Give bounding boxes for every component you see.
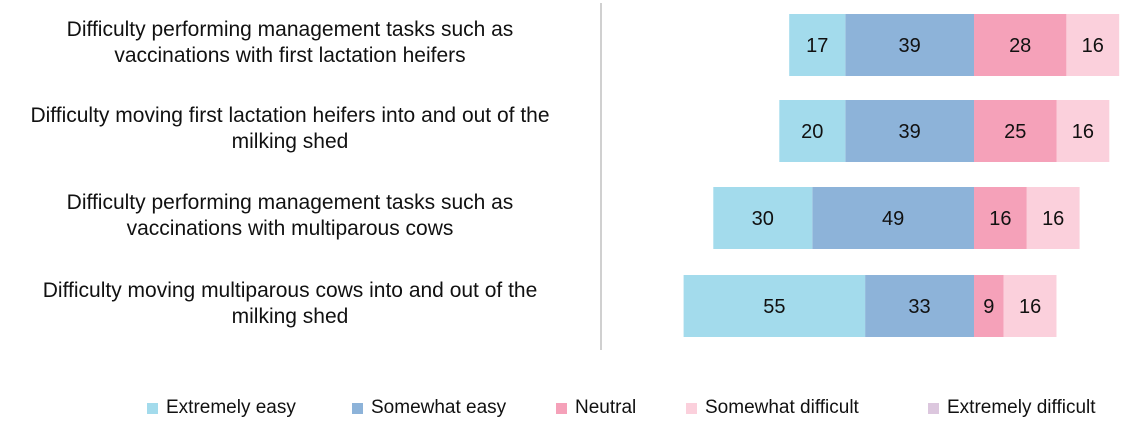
- bar-segment: [1056, 100, 1110, 162]
- bar-segment: [713, 187, 813, 249]
- legend-label: Extremely easy: [166, 397, 296, 418]
- bar-segment: [1066, 14, 1120, 76]
- bar-value-label: 39: [899, 35, 921, 57]
- category-label-line: Difficulty moving multiparous cows into …: [42, 279, 538, 302]
- bar-segment: [845, 100, 974, 162]
- bar-value-label: 16: [1082, 35, 1104, 57]
- bar-value-label: 16: [1042, 208, 1064, 230]
- bar-value-label: 33: [908, 296, 930, 318]
- bar-value-label: 16: [989, 208, 1011, 230]
- bar-segment: [789, 14, 846, 76]
- bar-segment: [865, 275, 974, 337]
- bar-value-label: 30: [752, 208, 774, 230]
- bar-value-label: 17: [806, 35, 828, 57]
- bar-value-label: 25: [1004, 121, 1026, 143]
- bar-segment: [812, 187, 974, 249]
- legend-label: Somewhat difficult: [705, 397, 859, 418]
- bar-segment: [974, 275, 1004, 337]
- legend-swatch: [147, 402, 158, 414]
- legend-label: Neutral: [575, 397, 637, 418]
- legend-swatch: [928, 402, 939, 414]
- category-label-line: Difficulty performing management tasks s…: [66, 191, 514, 214]
- bar-value-label: 16: [1072, 121, 1094, 143]
- bar-value-label: 39: [899, 121, 921, 143]
- bar-segment: [974, 14, 1067, 76]
- bar-segment: [683, 275, 866, 337]
- category-label: Difficulty performing management tasks s…: [0, 17, 585, 69]
- category-label: Difficulty moving multiparous cows into …: [0, 278, 585, 330]
- bar-segment: [779, 100, 846, 162]
- legend-item: Somewhat easy: [352, 397, 506, 419]
- bar-value-label: 20: [801, 121, 823, 143]
- category-label-line: Difficulty moving first lactation heifer…: [30, 104, 550, 127]
- category-label-line: milking shed: [231, 130, 349, 153]
- category-label-line: vaccinations with first lactation heifer…: [114, 44, 466, 67]
- bar-value-label: 55: [763, 296, 785, 318]
- legend-item: Extremely easy: [147, 397, 296, 419]
- bar-segment: [845, 14, 974, 76]
- legend: Extremely easy Somewhat easy Neutral Somewh…: [0, 397, 1145, 421]
- legend-item: Somewhat difficult: [686, 397, 859, 419]
- legend-swatch: [556, 402, 567, 414]
- bar-segment: [1026, 187, 1080, 249]
- category-label: Difficulty moving first lactation heifer…: [0, 103, 585, 155]
- bar-value-label: 49: [882, 208, 904, 230]
- category-label-line: milking shed: [231, 305, 349, 328]
- category-label-line: Difficulty performing management tasks s…: [66, 18, 514, 41]
- legend-swatch: [352, 402, 363, 414]
- bar-segment: [974, 100, 1057, 162]
- bar-value-label: 9: [983, 296, 994, 318]
- bar-segment: [1003, 275, 1057, 337]
- bar-value-label: 16: [1019, 296, 1041, 318]
- legend-swatch: [686, 402, 697, 414]
- legend-label: Extremely difficult: [947, 397, 1096, 418]
- bar-value-label: 28: [1009, 35, 1031, 57]
- category-label-line: vaccinations with multiparous cows: [126, 217, 454, 240]
- bar-segment: [974, 187, 1027, 249]
- legend-label: Somewhat easy: [371, 397, 507, 418]
- legend-item: Neutral: [556, 397, 636, 419]
- legend-item: Extremely difficult: [928, 397, 1096, 419]
- category-label: Difficulty performing management tasks s…: [0, 190, 585, 242]
- bars-group: 39 17 28 16 39 20 25 16 49 30 16 16 33 55 9 16: [683, 14, 1120, 337]
